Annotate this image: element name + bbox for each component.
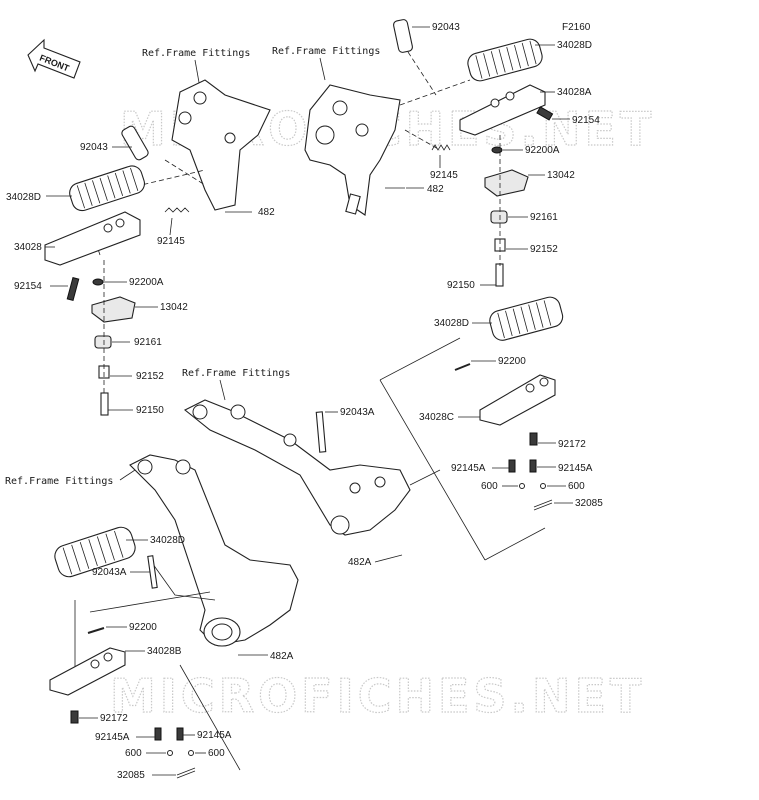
bolt-92172-1 (529, 432, 538, 446)
ref-frame-fittings-label-2: Ref.Frame Fittings (272, 46, 380, 57)
label-92200a-2: 92200A (525, 145, 560, 156)
damper-92161-2 (490, 210, 508, 224)
pin-92043 (121, 125, 149, 161)
spring-92145a-1 (508, 459, 516, 473)
ref-frame-fittings-label-1: Ref.Frame Fittings (142, 48, 250, 59)
bolt-92150-1 (100, 392, 109, 416)
right-rear-footpeg-assembly: Ref.Frame Fittings 92043A 34028D 92200 3 (182, 296, 603, 568)
label-34028c: 34028C (419, 412, 454, 423)
right-front-footpeg-assembly: Ref.Frame Fittings 92043 34028D 34028A 9… (272, 19, 600, 291)
spring-92145-2 (431, 144, 451, 151)
ref-frame-fittings-label-3: Ref.Frame Fittings (182, 368, 290, 379)
label-482a-2: 482A (270, 651, 294, 662)
pin-92043a-1 (315, 411, 327, 453)
label-92145a-2: 92145A (558, 463, 593, 474)
pin-92043-2 (393, 19, 413, 53)
label-92145a-3: 92145A (95, 732, 130, 743)
spring-92145a-4 (176, 727, 184, 741)
label-34028a: 34028A (557, 87, 592, 98)
label-32085-1: 32085 (575, 498, 603, 509)
label-92150-1: 92150 (136, 405, 164, 416)
left-rear-footpeg-assembly: Ref.Frame Fittings 34028D 92043A 92200 3… (5, 454, 299, 781)
bolt-92150-2 (495, 263, 504, 287)
label-92145-2: 92145 (430, 170, 458, 181)
label-92154-1: 92154 (14, 281, 42, 292)
ball-600-1 (519, 483, 525, 489)
label-92043a-2: 92043A (92, 567, 127, 578)
label-482a-1: 482A (348, 557, 372, 568)
label-92043: 92043 (80, 142, 108, 153)
label-34028b: 34028B (147, 646, 182, 657)
damper-92161-1 (94, 335, 112, 349)
rear-bracket-left (129, 454, 299, 646)
label-600-4: 600 (208, 748, 225, 759)
plate-13042-2 (484, 169, 529, 197)
label-92043-2: 92043 (432, 22, 460, 33)
label-600-3: 600 (125, 748, 142, 759)
label-92145-1: 92145 (157, 236, 185, 247)
label-34028d-1: 34028D (6, 192, 41, 203)
label-34028: 34028 (14, 242, 42, 253)
label-13042-2: 13042 (547, 170, 575, 181)
spring-92145a-3 (154, 727, 162, 741)
label-92172-2: 92172 (100, 713, 128, 724)
front-arrow-icon: FRONT (27, 38, 81, 79)
label-34028d-2: 34028D (557, 40, 592, 51)
label-32085-2: 32085 (117, 770, 145, 781)
label-92154-2: 92154 (572, 115, 600, 126)
pin-92043a-2 (147, 555, 158, 589)
label-34028d-3: 34028D (434, 318, 469, 329)
label-92200-2: 92200 (129, 622, 157, 633)
bolt-92154-2 (536, 106, 554, 121)
label-482-2: 482 (427, 184, 444, 195)
watermark-bottom: MICROFICHES.NET (110, 669, 645, 723)
left-front-footpeg-assembly: Ref.Frame Fittings 92043 34028D 34028 92… (6, 48, 275, 416)
spring-92145a-2 (529, 459, 537, 473)
clip-32085-2 (176, 767, 196, 779)
footpeg-rubber-34028d-2 (467, 38, 543, 82)
spring-92145-1 (164, 207, 190, 213)
label-92152-1: 92152 (136, 371, 164, 382)
footpeg-rubber-34028d (69, 165, 146, 212)
footpeg-rubber-34028d-3 (489, 296, 564, 341)
label-92172-1: 92172 (558, 439, 586, 450)
plate-13042-1 (91, 296, 136, 323)
footpeg-bracket-right (304, 84, 401, 216)
label-92150-2: 92150 (447, 280, 475, 291)
label-92161-1: 92161 (134, 337, 162, 348)
label-34028d-4: 34028D (150, 535, 185, 546)
ref-frame-fittings-label-4: Ref.Frame Fittings (5, 476, 113, 487)
label-92152-2: 92152 (530, 244, 558, 255)
label-92200-1: 92200 (498, 356, 526, 367)
ball-600-3 (167, 750, 173, 756)
rear-bracket-right (183, 399, 411, 536)
footpeg-bracket (171, 79, 271, 211)
clip-32085-1 (533, 499, 553, 511)
footpeg-body-34028c (479, 374, 556, 426)
label-600-1: 600 (481, 481, 498, 492)
footpeg-body-34028a (459, 84, 546, 136)
label-482-1: 482 (258, 207, 275, 218)
ball-600-4 (188, 750, 194, 756)
label-13042-1: 13042 (160, 302, 188, 313)
footpeg-body-34028 (44, 211, 141, 266)
label-92043a-1: 92043A (340, 407, 375, 418)
bolt-92172-2 (70, 710, 79, 724)
label-600-2: 600 (568, 481, 585, 492)
label-92145a-1: 92145A (451, 463, 486, 474)
ball-600-2 (540, 483, 546, 489)
washer-92200a-2 (491, 146, 503, 154)
label-92145a-4: 92145A (197, 730, 232, 741)
bolt-92154-1 (66, 276, 80, 302)
label-92200a-1: 92200A (129, 277, 164, 288)
diagram-code: F2160 (562, 22, 591, 33)
washer-92200a-1 (92, 278, 104, 286)
label-92161-2: 92161 (530, 212, 558, 223)
